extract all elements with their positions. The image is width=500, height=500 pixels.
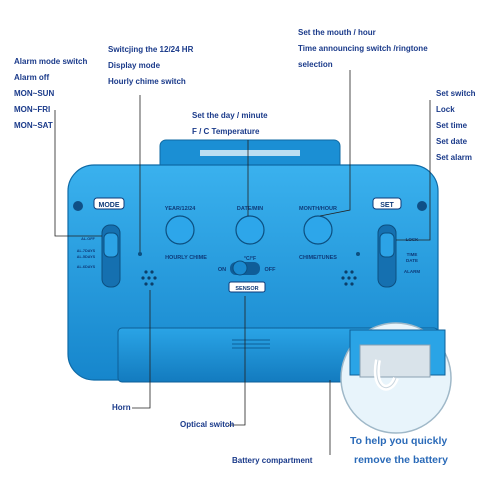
al-6days-text: AL.6DAYS — [77, 265, 96, 269]
callout-line-1: To help you quickly — [350, 435, 448, 447]
label-set-date: Set date — [436, 137, 468, 146]
on-text: ON — [218, 267, 226, 273]
label-set-mouth-hour: Set the mouth / hour — [298, 28, 376, 37]
lock-text: LOCK — [406, 237, 419, 242]
label-optical-switch: Optical switch — [180, 420, 235, 429]
leader-optical — [228, 296, 246, 426]
time-text: TIME — [407, 252, 418, 257]
chime-tunes-text: CHIME/TUNES — [299, 255, 337, 261]
label-mon-fri: MON~FRI — [14, 105, 51, 114]
date-text: DATE — [406, 258, 418, 263]
leader-set-switch — [396, 100, 431, 241]
alarm-text: ALARM — [404, 269, 420, 274]
speaker-left — [141, 270, 157, 286]
label-set-alarm: Set alarm — [436, 153, 473, 162]
label-alarm-mode-switch: Alarm mode switch — [14, 57, 88, 66]
callout-line-2: remove the battery — [354, 454, 448, 466]
label-hourly-chime: Hourly chime switch — [108, 77, 186, 86]
off-text: OFF — [265, 267, 277, 273]
set-badge-text: SET — [380, 202, 394, 209]
label-battery-compartment: Battery compartment — [232, 456, 313, 465]
label-set-day-minute: Set the day / minute — [192, 111, 268, 120]
label-selection: selection — [298, 60, 333, 69]
label-horn: Horn — [112, 403, 131, 412]
label-alarm-off: Alarm off — [14, 73, 50, 82]
al-off-text: AL.OFF — [81, 237, 95, 241]
leader-month-hour — [319, 70, 351, 217]
label-mon-sun: MON~SUN — [14, 89, 55, 98]
label-fc-temperature: F / C Temperature — [192, 127, 260, 136]
screw-right — [417, 201, 427, 211]
label-mon-sat: MON~SAT — [14, 121, 53, 130]
label-display-mode: Display mode — [108, 61, 161, 70]
cf-toggle-knob — [232, 260, 248, 276]
label-set-switch: Set switch — [436, 89, 476, 98]
speaker-right — [341, 270, 357, 286]
leader-horn — [132, 290, 151, 409]
label-set-time: Set time — [436, 121, 468, 130]
year-button-text: YEAR/12/24 — [165, 206, 197, 212]
al-7days-text: AL.7DAYS — [77, 249, 96, 253]
set-slider-knob — [379, 232, 395, 258]
sensor-text: SENSOR — [235, 286, 258, 292]
month-button-text: MONTH/HOUR — [299, 206, 337, 212]
button-date — [235, 215, 265, 245]
label-lock: Lock — [436, 105, 455, 114]
label-time-announcing: Time announcing switch /ringtone — [298, 44, 428, 53]
date-button-text: DATE/MIN — [237, 206, 263, 212]
mode-badge-text: MODE — [99, 202, 120, 209]
alarm-mode-slider-knob — [103, 232, 119, 258]
hourly-chime-text: HOURLY CHIME — [165, 255, 207, 261]
button-month — [303, 215, 333, 245]
button-year — [165, 215, 195, 245]
leader-alarm-mode — [54, 110, 102, 237]
al-5days-text: AL.5DAYS — [77, 255, 96, 259]
label-switching-12-24: Switcjing the 12/24 HR — [108, 45, 194, 54]
screw-left — [73, 201, 83, 211]
cf-text: °C/°F — [244, 256, 256, 262]
